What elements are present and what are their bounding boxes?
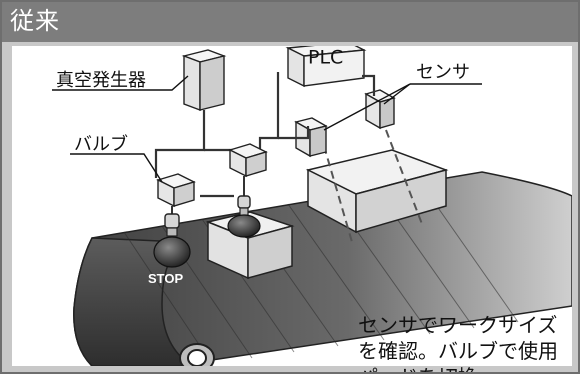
leader-lines <box>52 75 482 183</box>
workpiece-large <box>305 149 449 234</box>
note-line-1: センサでワークサイズ <box>358 313 558 337</box>
label-vacuum-generator: 真空発生器 <box>56 70 146 91</box>
vacuum-generator <box>181 49 227 112</box>
suction-pad-right <box>227 176 261 238</box>
header-bar: 従来 <box>2 2 578 42</box>
conveyor-illustration: 真空発生器 PLC センサ バルブ STOP <box>52 46 572 366</box>
sensor-right <box>364 89 396 130</box>
conveyor-belt <box>73 171 572 366</box>
label-valve: バルブ <box>74 133 128 155</box>
suction-pad-left <box>153 206 191 268</box>
label-plc: PLC <box>308 47 343 69</box>
note-line-3: パッドを切換。 <box>358 364 578 372</box>
figure-title: 従来 <box>10 7 60 35</box>
valve-right <box>228 143 268 178</box>
note-text: センサでワークサイズ を確認。バルブで使用 パッドを切換。 <box>358 312 578 372</box>
label-sensor: センサ <box>416 62 470 83</box>
sensor-beams <box>323 129 423 243</box>
sensor-left <box>294 117 328 158</box>
diagram-canvas: 真空発生器 PLC センサ バルブ STOP センサでワークサイズ を確認。バル… <box>12 46 572 372</box>
label-stop: STOP <box>148 271 183 286</box>
valve-left <box>156 173 196 208</box>
note-line-2: を確認。バルブで使用 <box>358 339 558 363</box>
plc-box <box>285 46 367 88</box>
